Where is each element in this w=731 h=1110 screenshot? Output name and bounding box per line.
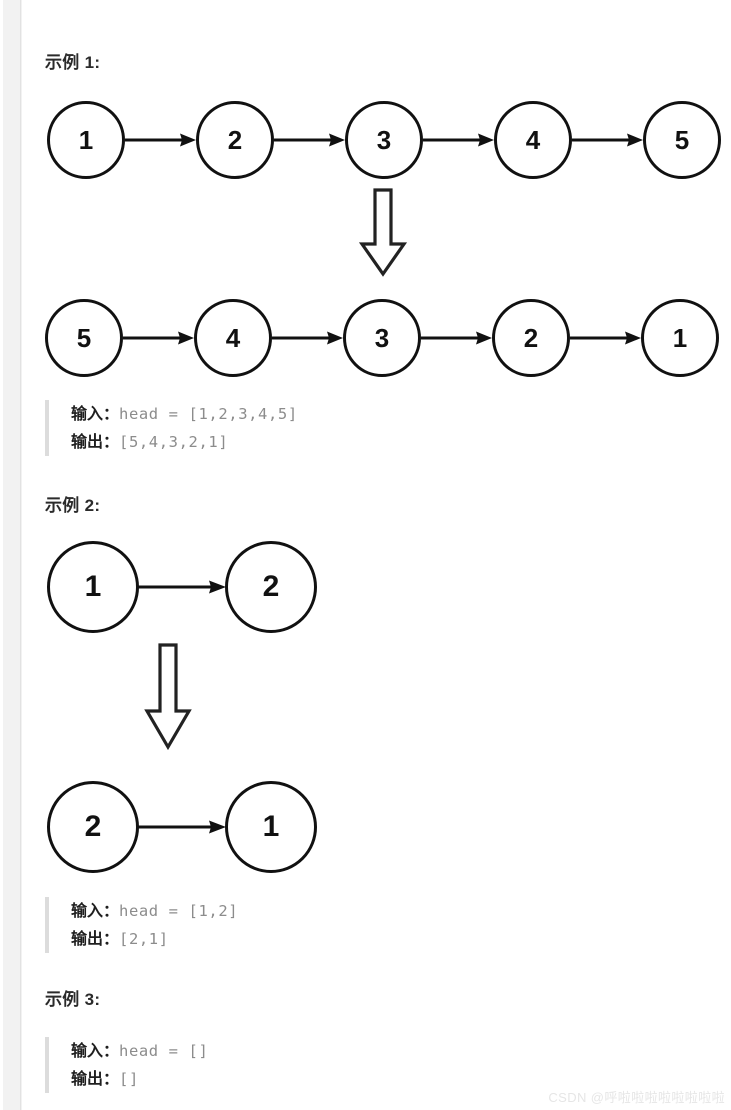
node-circle: 1 <box>225 781 317 873</box>
output-line: 输出：[2,1] <box>71 925 238 953</box>
node-circle: 2 <box>47 781 139 873</box>
output-value: [2,1] <box>119 930 169 948</box>
input-label: 输入： <box>71 903 120 920</box>
output-value: [5,4,3,2,1] <box>119 433 229 451</box>
link-arrow-icon <box>421 331 492 345</box>
input-value: head = [] <box>119 1042 209 1060</box>
link-arrow-icon <box>138 820 226 834</box>
node-circle: 4 <box>494 101 572 179</box>
node-circle: 2 <box>196 101 274 179</box>
left-gutter-divider <box>20 0 21 1110</box>
link-arrow-icon <box>272 331 343 345</box>
example-1-io-block: 输入：head = [1,2,3,4,5] 输出：[5,4,3,2,1] <box>45 400 298 456</box>
link-arrow-icon <box>138 580 226 594</box>
example-1-heading: 示例 1: <box>45 53 101 72</box>
node-circle: 3 <box>345 101 423 179</box>
example-2-heading: 示例 2: <box>45 496 101 515</box>
input-line: 输入：head = [1,2] <box>71 897 238 925</box>
node-circle: 5 <box>45 299 123 377</box>
example-3-heading: 示例 3: <box>45 990 101 1009</box>
output-label: 输出： <box>71 1071 120 1088</box>
left-gutter-edge <box>0 0 3 1110</box>
output-label: 输出： <box>71 931 120 948</box>
node-circle: 5 <box>643 101 721 179</box>
input-line: 输入：head = [1,2,3,4,5] <box>71 400 298 428</box>
example-2-io-block: 输入：head = [1,2] 输出：[2,1] <box>45 897 238 953</box>
output-value: [] <box>119 1070 139 1088</box>
node-circle: 1 <box>47 101 125 179</box>
content-edge-line <box>22 0 23 1110</box>
link-arrow-icon <box>423 133 494 147</box>
node-circle: 2 <box>492 299 570 377</box>
left-gutter-strip <box>0 0 22 1110</box>
node-circle: 2 <box>225 541 317 633</box>
input-label: 输入： <box>71 406 120 423</box>
node-circle: 1 <box>641 299 719 377</box>
node-circle: 1 <box>47 541 139 633</box>
output-line: 输出：[] <box>71 1065 208 1093</box>
node-circle: 3 <box>343 299 421 377</box>
input-label: 输入： <box>71 1043 120 1060</box>
link-arrow-icon <box>572 133 643 147</box>
output-line: 输出：[5,4,3,2,1] <box>71 428 298 456</box>
transform-down-arrow-icon <box>358 188 408 278</box>
node-circle: 4 <box>194 299 272 377</box>
csdn-watermark: CSDN @呼啦啦啦啦啦啦啦啦 <box>548 1090 725 1105</box>
input-value: head = [1,2,3,4,5] <box>119 405 298 423</box>
link-arrow-icon <box>274 133 345 147</box>
example-3-io-block: 输入：head = [] 输出：[] <box>45 1037 208 1093</box>
output-label: 输出： <box>71 434 120 451</box>
input-line: 输入：head = [] <box>71 1037 208 1065</box>
link-arrow-icon <box>123 331 194 345</box>
link-arrow-icon <box>570 331 641 345</box>
link-arrow-icon <box>125 133 196 147</box>
input-value: head = [1,2] <box>119 902 239 920</box>
transform-down-arrow-icon <box>143 643 193 751</box>
